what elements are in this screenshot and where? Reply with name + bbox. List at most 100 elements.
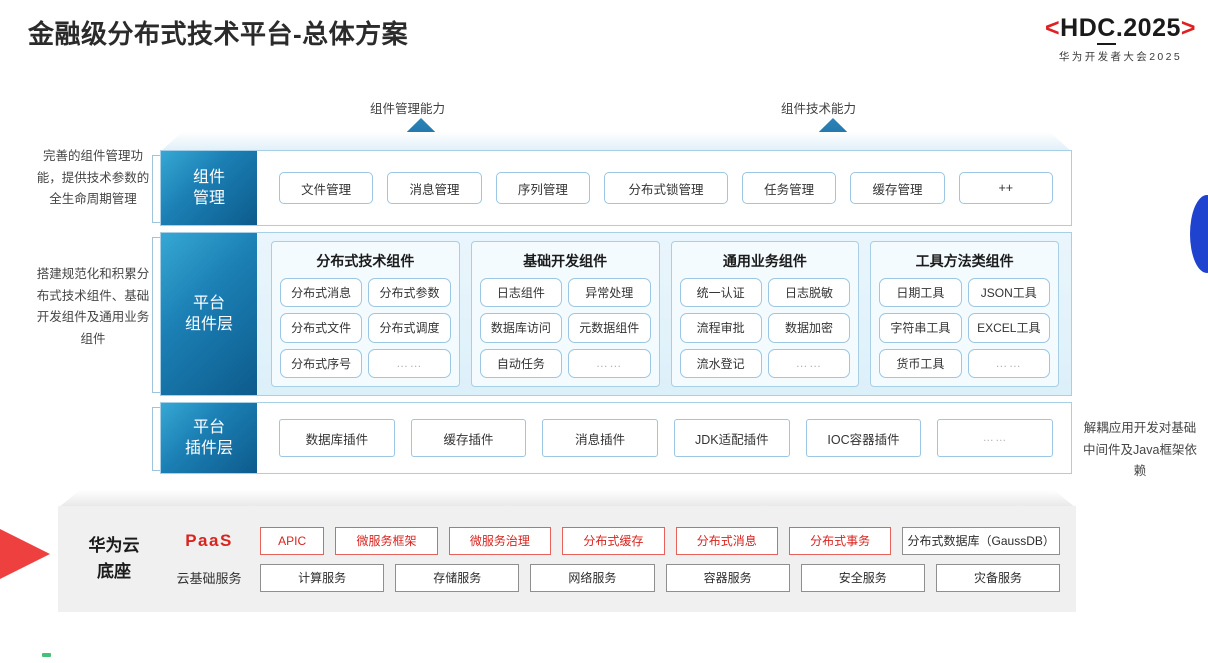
layer-label-line1: 平台 <box>192 418 225 436</box>
chip-string-tool[interactable]: 字符串工具 <box>879 313 962 343</box>
cloud-row-paas: PaaS APIC 微服务框架 微服务治理 分布式缓存 分布式消息 分布式事务 … <box>170 526 1061 555</box>
chip-basic-dev-more[interactable]: …… <box>568 348 651 378</box>
layer-label-component-management: 组件 管理 <box>161 151 257 225</box>
chip-message-plugin[interactable]: 消息插件 <box>542 419 659 457</box>
chip-distributed-transaction[interactable]: 分布式事务 <box>788 526 892 555</box>
hdc-logo-subtitle: 华为开发者大会2025 <box>1058 51 1183 63</box>
cloud-title-line2: 底座 <box>97 562 131 581</box>
chip-compute-service[interactable]: 计算服务 <box>260 563 385 592</box>
chip-distributed-lock-management[interactable]: 分布式锁管理 <box>604 172 728 204</box>
group-grid-basic-development: 日志组件 异常处理 数据库访问 元数据组件 自动任务 …… <box>479 278 651 378</box>
chip-distributed-sequence[interactable]: 分布式序号 <box>280 348 363 378</box>
cloud-panel-title: 华为云 底座 <box>58 533 170 586</box>
side-note-left-top: 完善的组件管理功能，提供技术参数的全生命周期管理 <box>36 149 150 206</box>
bracket-platform-plugin-icon <box>152 407 160 471</box>
logo-right-bracket-icon: > <box>1180 14 1196 42</box>
cloud-base-tag: 云基础服务 <box>176 571 242 586</box>
chip-apic[interactable]: APIC <box>260 526 325 555</box>
page-title: 金融级分布式技术平台-总体方案 <box>28 19 409 49</box>
chip-sequence-management[interactable]: 序列管理 <box>495 172 591 204</box>
chip-plugin-more[interactable]: …… <box>937 419 1054 457</box>
cloud-base-chips: 计算服务 存储服务 网络服务 容器服务 安全服务 灾备服务 <box>260 563 1061 592</box>
side-note-right: 解耦应用开发对基础中间件及Java框架依赖 <box>1083 421 1197 478</box>
layer-label-line1: 组件 <box>192 168 225 186</box>
chip-transaction-record[interactable]: 流水登记 <box>679 348 762 378</box>
chip-database-plugin[interactable]: 数据库插件 <box>279 419 395 457</box>
blue-lens-decoration-icon <box>1190 195 1208 273</box>
group-distributed-tech: 分布式技术组件 分布式消息 分布式参数 分布式文件 分布式调度 分布式序号 …… <box>271 241 460 387</box>
group-title-tool-method: 工具方法类组件 <box>915 253 1014 269</box>
chip-currency-tool[interactable]: 货币工具 <box>879 348 962 378</box>
cloud-row-base: 云基础服务 计算服务 存储服务 网络服务 容器服务 安全服务 灾备服务 <box>170 563 1061 592</box>
layer-platform-component: 平台 组件层 分布式技术组件 分布式消息 分布式参数 分布式文件 分布式调度 分… <box>152 232 1072 396</box>
chip-file-management[interactable]: 文件管理 <box>279 172 374 204</box>
chip-network-service[interactable]: 网络服务 <box>530 563 655 592</box>
arrow-label-component-technology: 组件技术能力 <box>781 102 857 116</box>
green-marker-icon <box>42 653 51 657</box>
chip-log-masking[interactable]: 日志脱敏 <box>767 278 851 308</box>
chip-auto-task[interactable]: 自动任务 <box>479 348 563 378</box>
group-grid-general-business: 统一认证 日志脱敏 流程审批 数据加密 流水登记 …… <box>679 278 851 378</box>
chip-exception-handling[interactable]: 异常处理 <box>568 278 651 308</box>
chip-distributed-message-paas[interactable]: 分布式消息 <box>675 526 778 555</box>
chip-excel-tool[interactable]: EXCEL工具 <box>967 313 1050 343</box>
chip-distributed-schedule[interactable]: 分布式调度 <box>368 313 451 343</box>
chip-security-service[interactable]: 安全服务 <box>800 563 925 592</box>
chip-database-access[interactable]: 数据库访问 <box>479 313 563 343</box>
huawei-cloud-panel: 华为云 底座 PaaS APIC 微服务框架 微服务治理 分布式缓存 分布式消息… <box>58 506 1076 612</box>
chip-log-component[interactable]: 日志组件 <box>479 278 563 308</box>
chip-general-business-more[interactable]: …… <box>767 348 851 378</box>
chip-distributed-cache[interactable]: 分布式缓存 <box>562 526 665 555</box>
chip-tool-method-more[interactable]: …… <box>967 348 1050 378</box>
chip-cache-plugin[interactable]: 缓存插件 <box>410 419 527 457</box>
component-management-chips: 文件管理 消息管理 序列管理 分布式锁管理 任务管理 缓存管理 ++ <box>257 151 1071 225</box>
chip-distributed-database-gaussdb[interactable]: 分布式数据库（GaussDB） <box>902 526 1061 555</box>
chip-distributed-parameter[interactable]: 分布式参数 <box>368 278 451 308</box>
chip-distributed-more[interactable]: …… <box>368 348 451 378</box>
group-basic-development: 基础开发组件 日志组件 异常处理 数据库访问 元数据组件 自动任务 …… <box>470 241 660 387</box>
layer-component-management: 组件 管理 文件管理 消息管理 序列管理 分布式锁管理 任务管理 缓存管理 ++ <box>152 150 1072 226</box>
chip-process-approval[interactable]: 流程审批 <box>679 313 762 343</box>
cloud-rows: PaaS APIC 微服务框架 微服务治理 分布式缓存 分布式消息 分布式事务 … <box>170 526 1076 592</box>
group-general-business: 通用业务组件 统一认证 日志脱敏 流程审批 数据加密 流水登记 …… <box>670 241 860 387</box>
chip-distributed-file[interactable]: 分布式文件 <box>280 313 363 343</box>
chip-ioc-container-plugin[interactable]: IOC容器插件 <box>805 419 922 457</box>
layer-label-line1: 平台 <box>192 294 225 312</box>
layer-label-line2: 管理 <box>192 190 225 207</box>
chip-cache-management[interactable]: 缓存管理 <box>850 172 945 204</box>
chip-task-management[interactable]: 任务管理 <box>741 172 837 204</box>
platform-plugin-chips: 数据库插件 缓存插件 消息插件 JDK适配插件 IOC容器插件 …… <box>257 403 1071 473</box>
chip-jdk-adapter-plugin[interactable]: JDK适配插件 <box>674 419 790 457</box>
cloud-title-line1: 华为云 <box>88 535 140 555</box>
logo-left-bracket-icon: < <box>1045 14 1061 42</box>
chip-data-encryption[interactable]: 数据加密 <box>767 313 851 343</box>
chip-disaster-recovery-service[interactable]: 灾备服务 <box>935 563 1061 592</box>
layer-label-platform-plugin: 平台 插件层 <box>161 403 257 473</box>
chip-microservice-governance[interactable]: 微服务治理 <box>448 526 552 555</box>
paas-tag: PaaS <box>185 530 233 550</box>
group-grid-distributed-tech: 分布式消息 分布式参数 分布式文件 分布式调度 分布式序号 …… <box>280 278 451 378</box>
chip-metadata-component[interactable]: 元数据组件 <box>568 313 651 343</box>
chip-container-service[interactable]: 容器服务 <box>665 563 790 592</box>
chip-json-tool[interactable]: JSON工具 <box>967 278 1050 308</box>
chip-date-tool[interactable]: 日期工具 <box>879 278 962 308</box>
chip-unified-auth[interactable]: 统一认证 <box>679 278 762 308</box>
logo-text-a: HD <box>1060 14 1098 42</box>
bracket-platform-component-icon <box>152 237 160 393</box>
chip-distributed-message[interactable]: 分布式消息 <box>280 278 363 308</box>
red-wedge-decoration-icon <box>0 508 50 600</box>
stack-top-bevel <box>160 132 1072 152</box>
group-title-general-business: 通用业务组件 <box>722 253 807 269</box>
layer-platform-plugin: 平台 插件层 数据库插件 缓存插件 消息插件 JDK适配插件 IOC容器插件 …… <box>152 402 1072 474</box>
chip-storage-service[interactable]: 存储服务 <box>395 563 520 592</box>
chip-message-management[interactable]: 消息管理 <box>387 172 482 204</box>
chip-add-more[interactable]: ++ <box>958 172 1053 204</box>
logo-text-b: .2025 <box>1115 14 1181 42</box>
logo-text-underlined: C <box>1097 14 1116 45</box>
hdc-logo-text: <HDC.2025> <box>1045 14 1196 45</box>
platform-component-groups: 分布式技术组件 分布式消息 分布式参数 分布式文件 分布式调度 分布式序号 ……… <box>257 233 1071 395</box>
group-tool-method: 工具方法类组件 日期工具 JSON工具 字符串工具 EXCEL工具 货币工具 …… <box>870 241 1059 387</box>
side-note-left-bottom: 搭建规范化和积累分布式技术组件、基础开发组件及通用业务组件 <box>36 267 150 346</box>
chip-microservice-framework[interactable]: 微服务框架 <box>335 526 438 555</box>
